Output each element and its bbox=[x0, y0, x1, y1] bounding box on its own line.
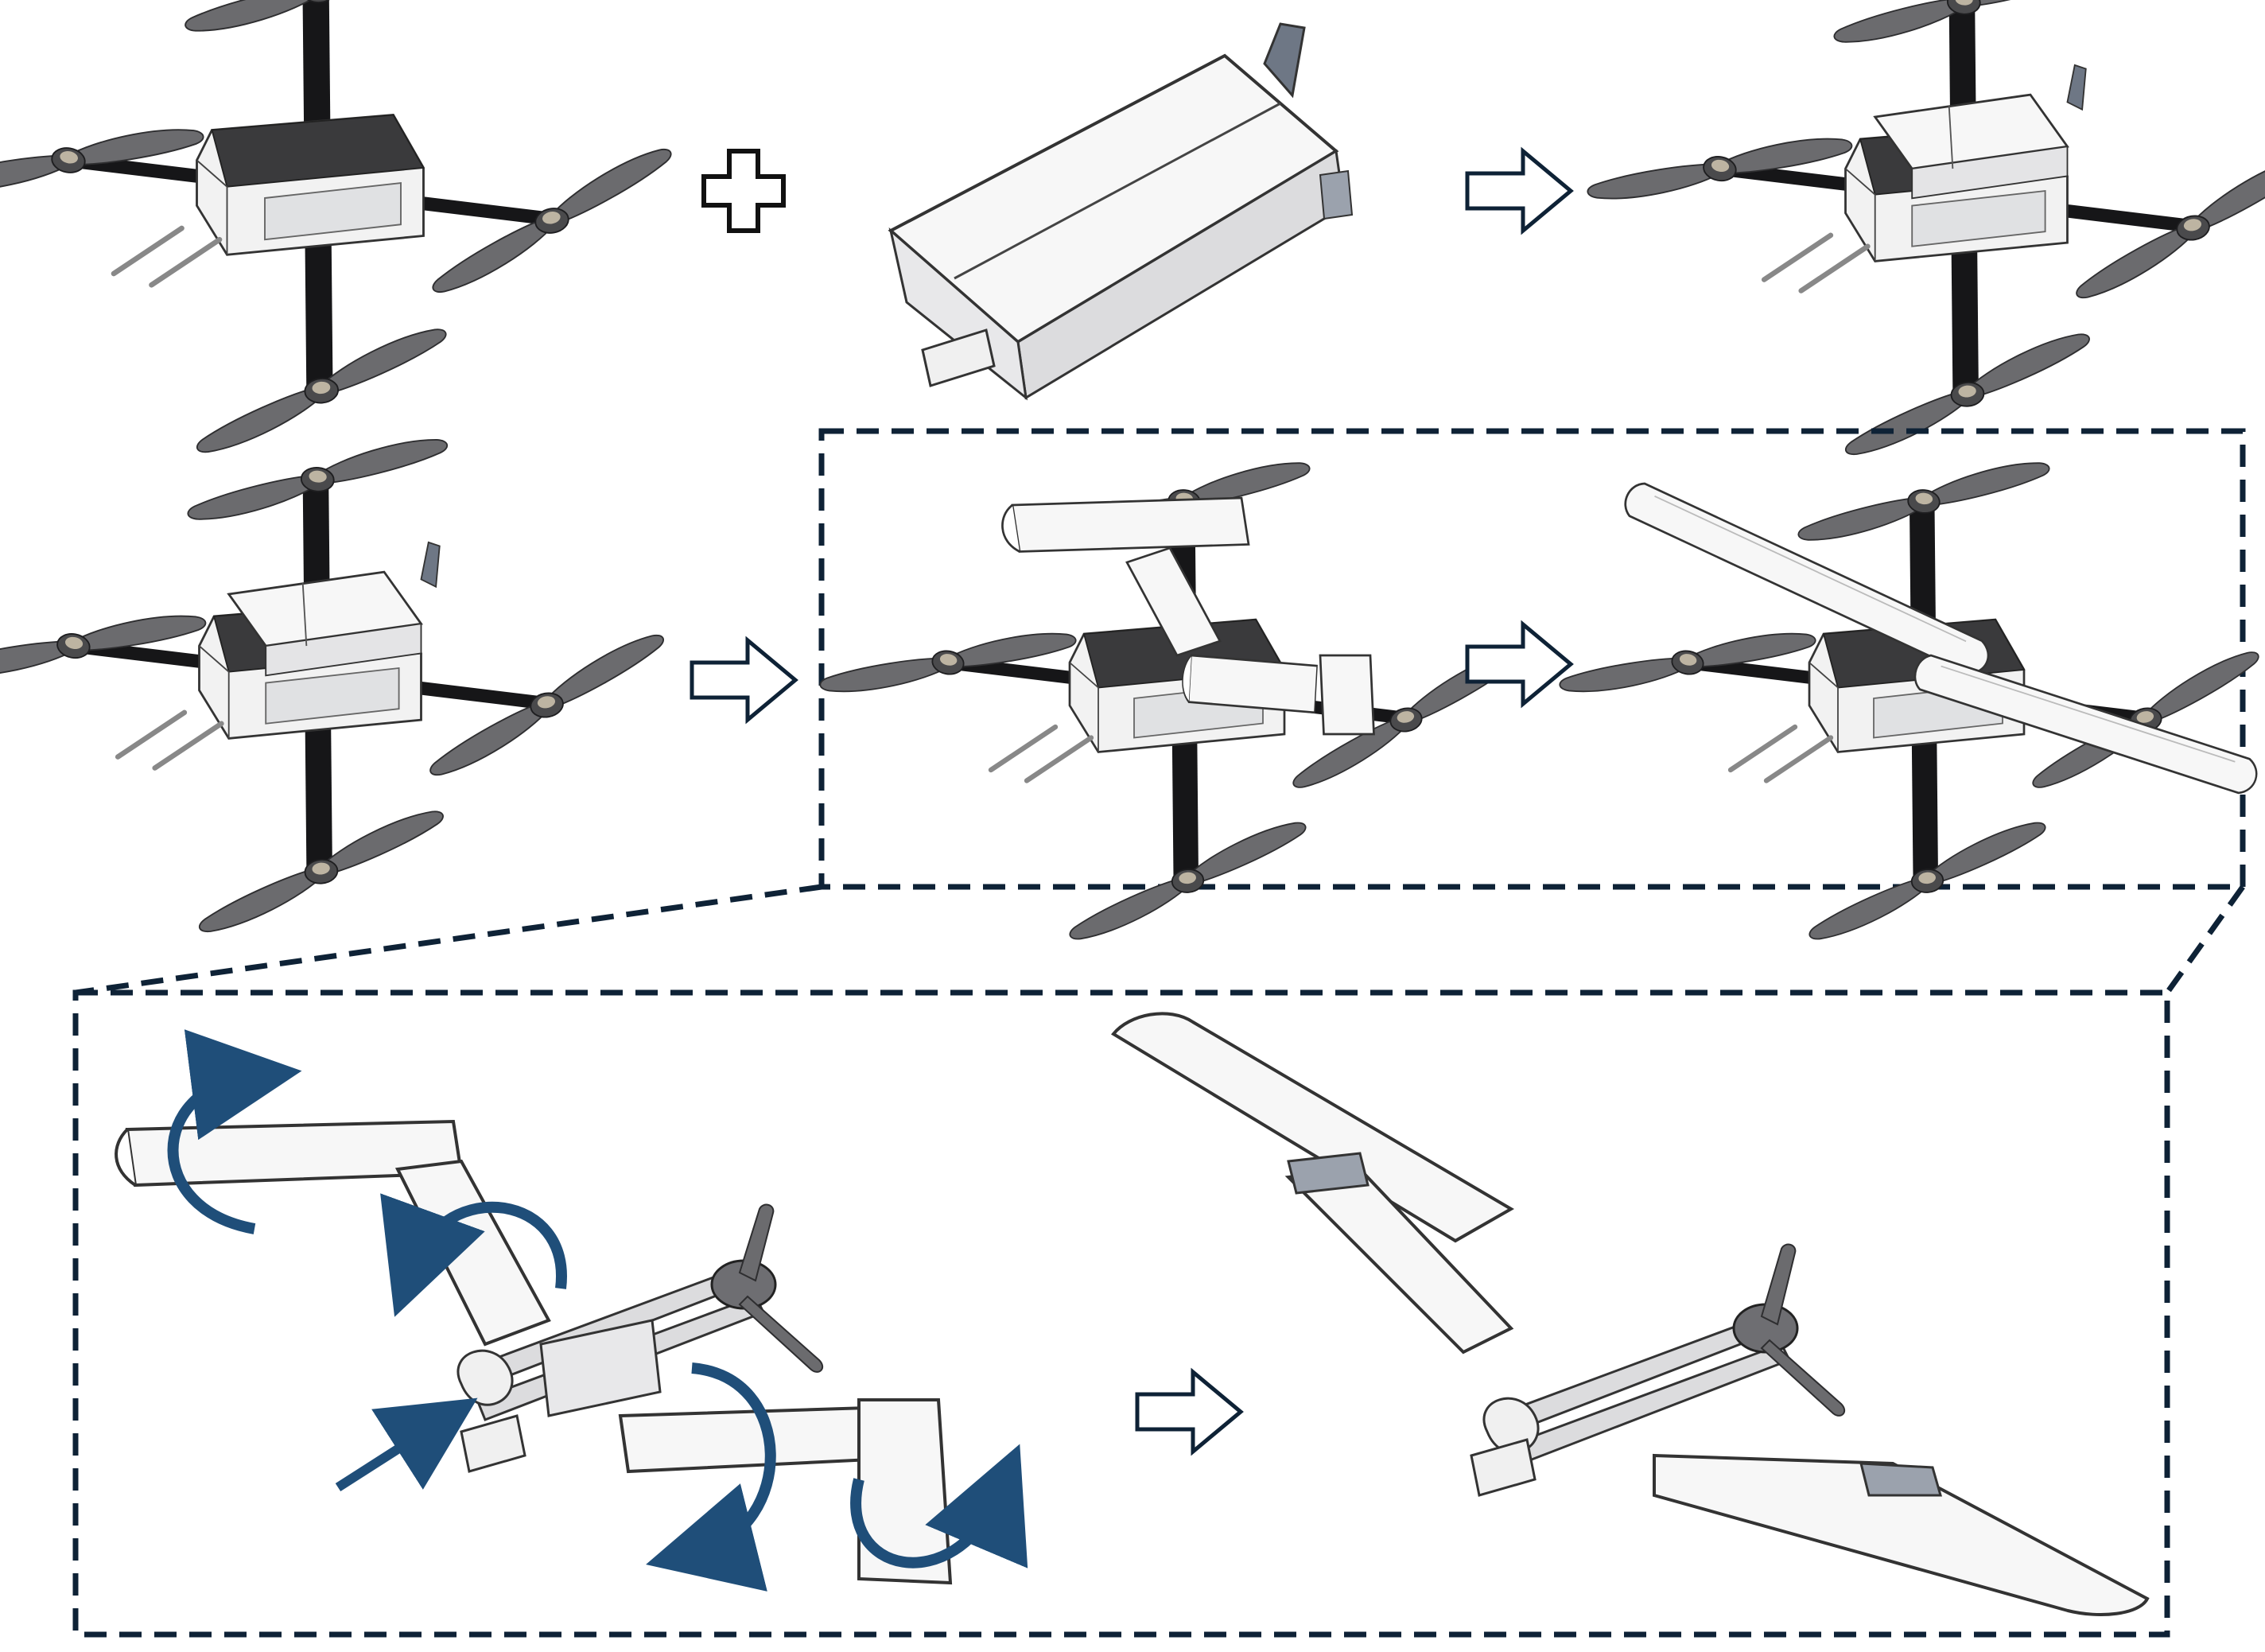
panel-mechanism-deployed bbox=[1111, 1012, 2150, 1616]
curved-arrow-icon bbox=[167, 1029, 302, 1234]
panel-quadrotor-base bbox=[0, 0, 693, 462]
panel-assembled-stowed-repeat bbox=[0, 410, 685, 942]
panel-assembled-stowed bbox=[1582, 0, 2265, 465]
curved-arrow-icon bbox=[646, 1362, 776, 1592]
dashed-connector-left bbox=[75, 884, 822, 996]
curved-arrow-icon bbox=[380, 1193, 567, 1317]
arrow-right-icon bbox=[1467, 151, 1571, 231]
dashed-connector-right bbox=[2165, 884, 2245, 995]
arrow-right-icon bbox=[1137, 1372, 1241, 1452]
curved-arrow-icon bbox=[850, 1444, 1028, 1568]
arrow-right-icon bbox=[1467, 624, 1571, 704]
straight-arrow-icon bbox=[335, 1397, 478, 1492]
plus-icon bbox=[701, 149, 786, 233]
panel-folded-wing-module bbox=[888, 22, 1354, 401]
panel-wing-deployed bbox=[1555, 433, 2265, 948]
panel-wing-unfolding bbox=[815, 433, 1540, 948]
arrow-right-icon bbox=[692, 640, 795, 720]
panel-mechanism-unfolding bbox=[115, 1029, 1028, 1592]
dashed-frame-detail bbox=[72, 989, 2170, 1638]
